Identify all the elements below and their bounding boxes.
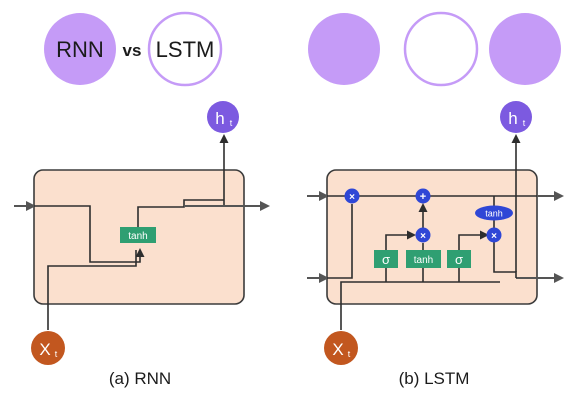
vs-label: vs <box>123 41 142 60</box>
rnn-title: RNN <box>56 37 104 62</box>
header-circle-right <box>489 13 561 85</box>
lstm-sigma2-to-mult <box>458 230 489 250</box>
lstm-tanh-pill-label: tanh <box>485 209 503 219</box>
lstm-output-mult-node <box>486 227 502 243</box>
rnn-title-circle <box>44 13 116 85</box>
lstm-input-path <box>340 281 500 330</box>
lstm-tanh-pill <box>475 205 513 221</box>
lstm-add-node <box>415 188 431 204</box>
rnn-output-label: h <box>215 109 224 128</box>
lstm-input-mult-symbol: × <box>420 231 426 242</box>
lstm-sigma2-label: σ <box>455 252 463 267</box>
lstm-caption: (b) LSTM <box>399 369 470 388</box>
header-circle-middle <box>403 11 479 87</box>
lstm-output-sub: t <box>523 118 526 128</box>
lstm-add-symbol: + <box>420 191 426 203</box>
lstm-sigma1-gate <box>374 250 398 268</box>
header: RNN vs LSTM <box>44 11 561 87</box>
rnn-output-node <box>207 101 239 133</box>
rnn-output-sub: t <box>230 118 233 128</box>
lstm-mult2-out-path <box>493 242 517 278</box>
lstm-input-label: X <box>332 340 343 359</box>
rnn-hidden-path <box>34 205 145 263</box>
rnn-input-sub: t <box>55 349 58 359</box>
lstm-input-node <box>324 331 358 365</box>
lstm-forget-mult-node <box>344 188 360 204</box>
header-circle-left <box>308 13 380 85</box>
rnn-input-node <box>31 331 65 365</box>
lstm-output-mult-symbol: × <box>491 231 497 242</box>
lstm-tanh-gate-label: tanh <box>414 255 433 266</box>
rnn-tanh-label: tanh <box>128 231 147 242</box>
lstm-output-node <box>500 101 532 133</box>
rnn-input-label: X <box>39 340 50 359</box>
lstm-sigma1-to-mult <box>385 230 416 250</box>
lstm-diagram: × + × × tanh σ tanh σ h t X t (b) LSTM <box>307 101 564 388</box>
lstm-forget-mult-symbol: × <box>349 192 355 203</box>
rnn-tanh-gate <box>120 227 156 243</box>
lstm-hidden-path <box>327 204 353 279</box>
lstm-input-sub: t <box>348 349 351 359</box>
lstm-input-mult-node <box>415 227 431 243</box>
lstm-cell-box <box>326 169 538 305</box>
rnn-input-path <box>47 250 137 330</box>
rnn-caption: (a) RNN <box>109 369 171 388</box>
rnn-diagram: tanh h t X t (a) RNN <box>14 101 270 388</box>
lstm-title: LSTM <box>156 37 215 62</box>
lstm-sigma1-label: σ <box>382 252 390 267</box>
lstm-output-label: h <box>508 109 517 128</box>
lstm-sigma2-gate <box>447 250 471 268</box>
lstm-tanh-gate <box>406 250 441 268</box>
lstm-title-circle <box>147 11 223 87</box>
